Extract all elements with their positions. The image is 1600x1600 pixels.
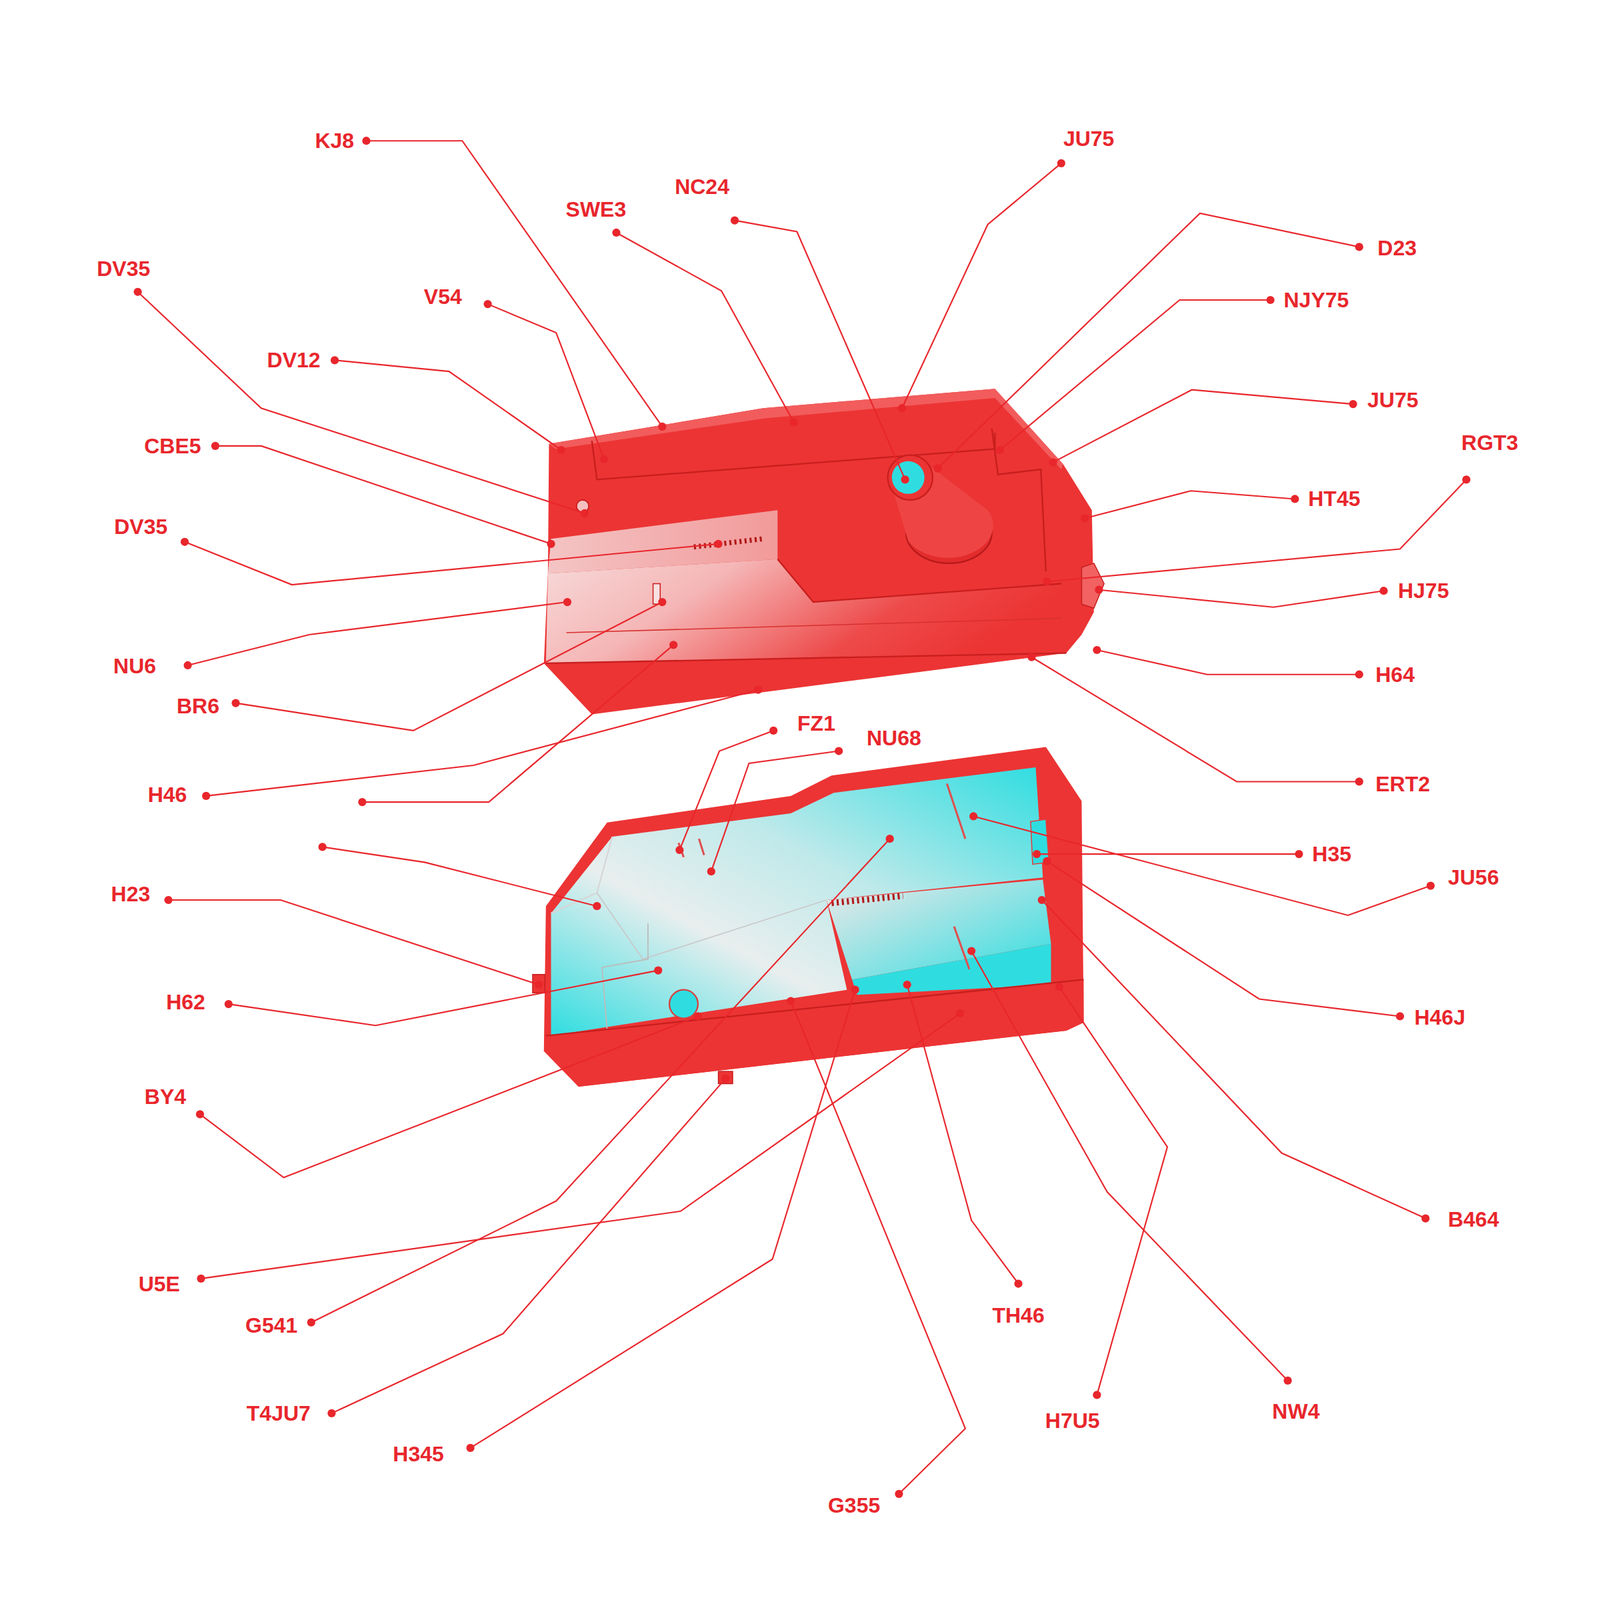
part-label: JU75 xyxy=(1063,128,1115,150)
upper-housing xyxy=(544,388,1104,714)
part-label: JU75 xyxy=(1367,389,1419,411)
part-label: B464 xyxy=(1448,1208,1500,1230)
part-label: H46J xyxy=(1414,1006,1466,1028)
part-label: U5E xyxy=(138,1273,180,1295)
part-label: DV35 xyxy=(96,258,150,280)
part-label: H23 xyxy=(111,883,151,905)
part-label: NC24 xyxy=(674,176,730,198)
part-label: T4JU7 xyxy=(246,1402,311,1424)
part-label: SWE3 xyxy=(566,198,627,220)
part-label: HJ75 xyxy=(1398,580,1450,602)
part-label: H64 xyxy=(1375,664,1415,686)
part-label: D23 xyxy=(1377,237,1417,259)
part-label: H62 xyxy=(166,991,206,1013)
part-label: NU68 xyxy=(866,727,922,749)
part-label: KJ8 xyxy=(314,130,354,152)
part-label: H345 xyxy=(392,1443,444,1465)
part-label: FZ1 xyxy=(797,712,836,734)
part-label: CBE5 xyxy=(144,435,201,457)
part-label: NJY75 xyxy=(1284,289,1350,311)
part-label: H46 xyxy=(148,784,188,806)
part-label: ERT2 xyxy=(1375,773,1430,795)
part-label: DV35 xyxy=(114,516,168,538)
part-label: DV12 xyxy=(267,349,321,371)
part-label: RGT3 xyxy=(1461,432,1518,454)
leader-lines xyxy=(138,140,1467,1494)
part-label: H35 xyxy=(1312,843,1352,865)
part-label: V54 xyxy=(424,286,462,308)
part-label: G355 xyxy=(828,1494,880,1516)
part-label: H7U5 xyxy=(1045,1410,1100,1432)
part-label: BR6 xyxy=(176,695,220,717)
lower-housing xyxy=(532,746,1084,1087)
leader-dots xyxy=(134,136,1471,1498)
part-label: HT45 xyxy=(1308,488,1360,510)
part-label: TH46 xyxy=(992,1304,1044,1326)
part-label: NU6 xyxy=(113,655,156,677)
part-label: BY4 xyxy=(144,1086,186,1108)
part-label: NW4 xyxy=(1272,1400,1320,1422)
part-label: JU56 xyxy=(1448,866,1500,888)
part-label: G541 xyxy=(245,1314,298,1336)
